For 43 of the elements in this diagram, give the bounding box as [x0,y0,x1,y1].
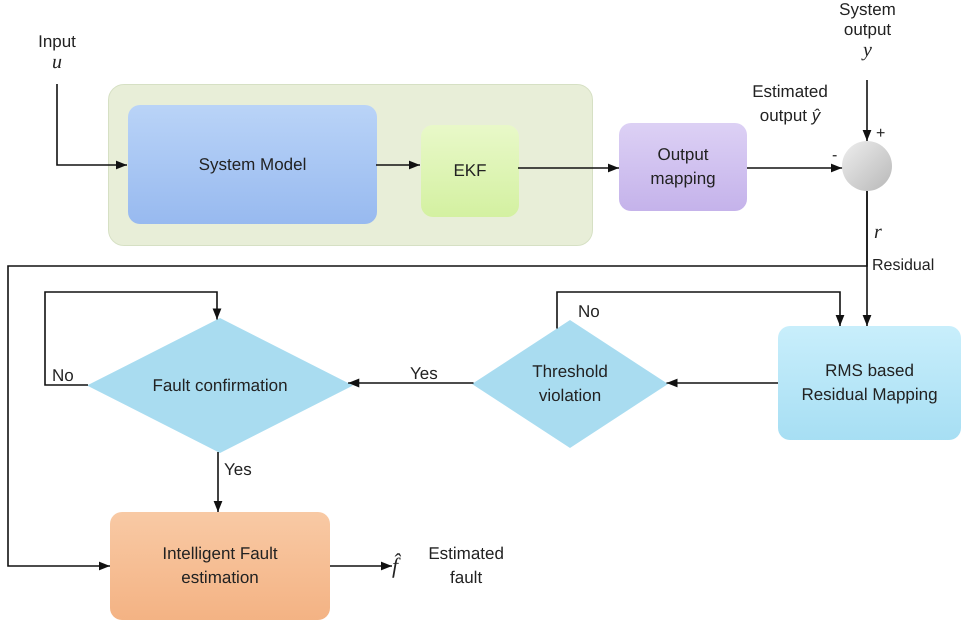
node-text: u [52,52,62,72]
edge-label: Yes [410,363,439,385]
process-box [619,123,747,211]
edge-label: No [52,365,75,387]
decision-diamond [87,318,353,453]
arrow [330,562,392,570]
arrow [556,291,844,328]
decision-diamond [472,320,668,448]
group-panel [108,84,593,246]
node-text: EKF [453,160,487,182]
sign-label: + [876,124,886,144]
edge-label: No [578,301,601,323]
node-text: Fault confirmation [152,374,288,396]
summing-junction [842,141,892,191]
arrow [862,80,872,141]
node-text: RMS based Residual Mapping [800,360,939,406]
edge-label: Estimated output ŷ [751,81,829,127]
node-text: System output [838,0,897,40]
sign-label: Residual [872,256,934,276]
node-text: Input [38,32,76,52]
node-text: f̂ [392,554,398,578]
process-box [421,125,519,217]
arrow [518,164,619,172]
node-text: Output mapping [649,144,717,190]
arrow [7,191,868,570]
process-box [778,326,961,440]
arrow [44,291,222,386]
node-text: Estimated fault [427,543,505,589]
node-text: Intelligent Fault estimation [161,543,279,589]
process-box [128,105,377,224]
edge-label: Yes [224,459,253,481]
node-text: System Model [198,154,306,176]
sign-label: - [832,146,838,166]
node-text: y [863,40,872,60]
arrow [214,452,222,512]
node-text: Threshold violation [532,361,608,407]
arrow [376,160,420,170]
arrow [747,164,842,172]
arrow [666,378,778,388]
edge-label: r [874,220,883,244]
process-box [110,512,330,620]
arrow [348,378,474,388]
arrow [56,84,127,170]
